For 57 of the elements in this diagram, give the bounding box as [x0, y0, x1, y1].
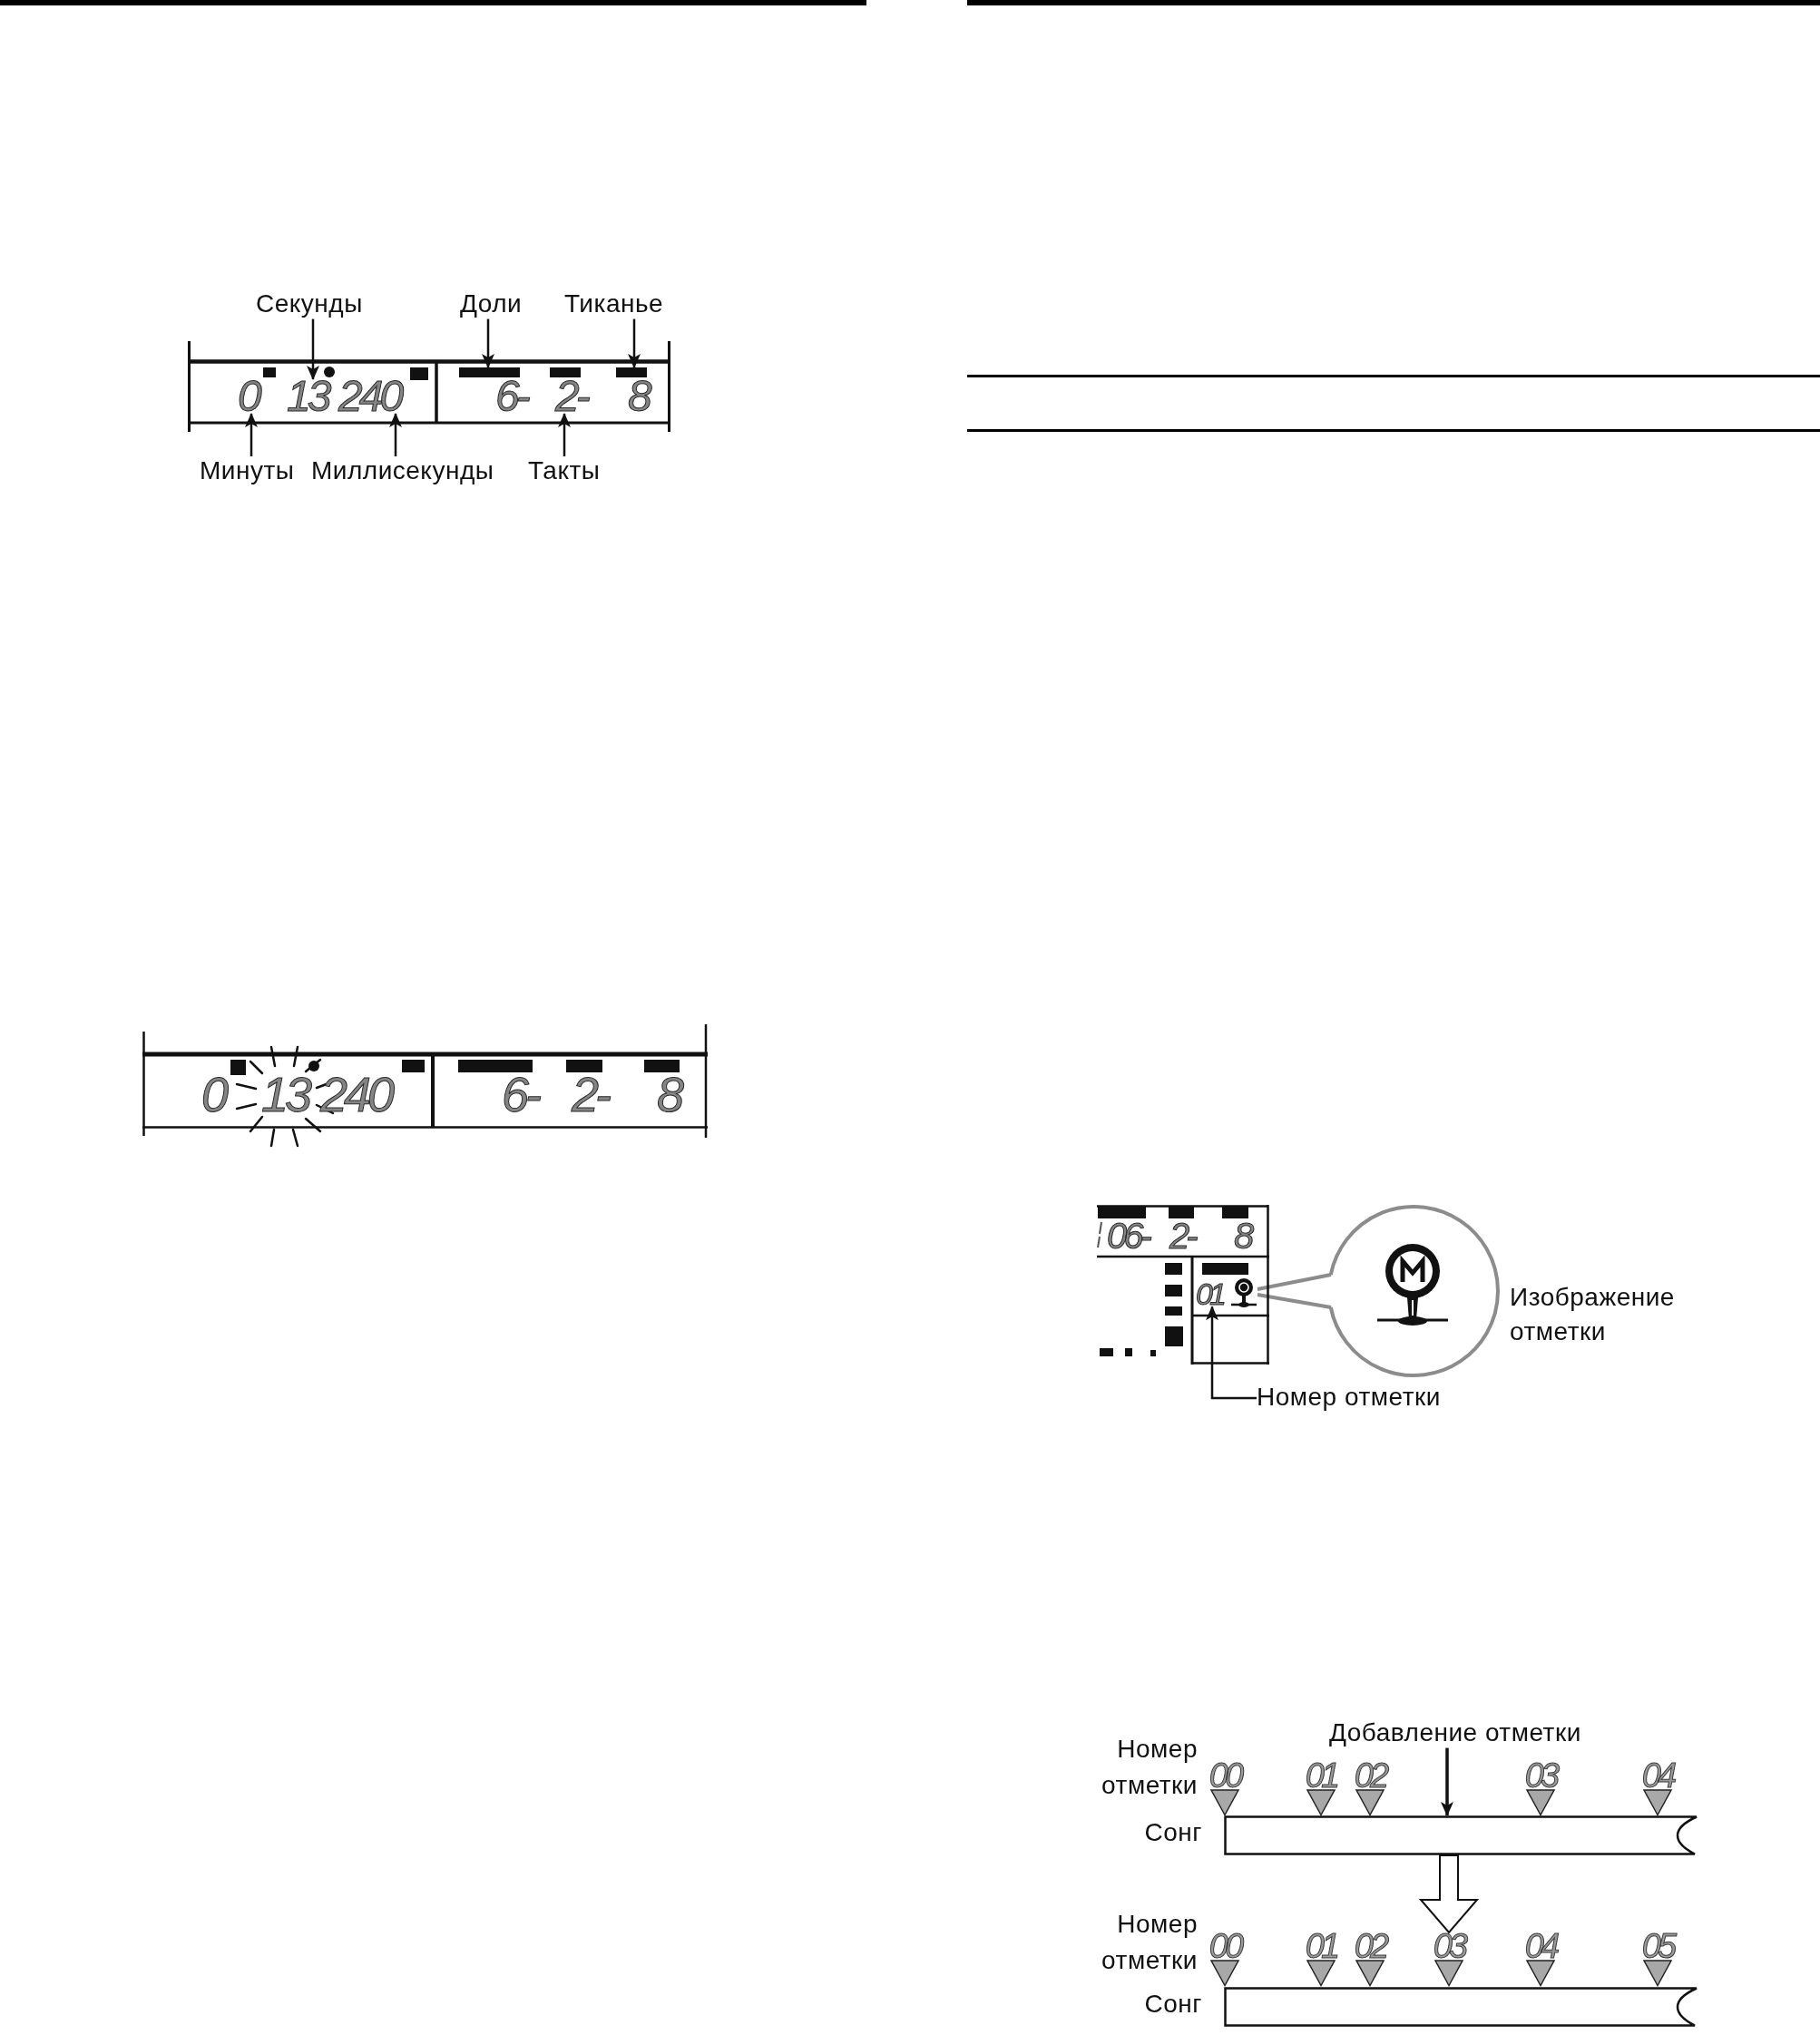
leader-arrow: [482, 318, 494, 368]
leader-arrow: [1206, 1306, 1257, 1400]
lcd-digits: 2-: [572, 1075, 608, 1115]
song-bar: [1224, 1987, 1698, 2027]
marker-number: 02: [1353, 1932, 1387, 1961]
lcd-digits: 2-: [1169, 1221, 1195, 1250]
lcd-digits: 240: [320, 1075, 392, 1115]
callout-label: Номер отметки: [1257, 1382, 1441, 1413]
bar-label: Сонг: [1144, 1989, 1202, 2020]
lcd-indicator-icon: [616, 367, 647, 377]
lcd-panel: [188, 341, 670, 432]
lcd-digits: 240: [338, 379, 401, 415]
callout-label: Миллисекунды: [311, 455, 494, 486]
marker-number: 00: [1208, 1762, 1242, 1790]
leader-arrow: [307, 318, 319, 380]
callout-label: Минуты: [200, 455, 295, 486]
lcd-digits: 6-: [495, 379, 527, 415]
callout-label: Доли: [460, 289, 523, 319]
callout-label: Секунды: [256, 289, 363, 319]
callout-label: Тиканье: [564, 289, 664, 319]
row-label: Номер отметки: [1101, 1734, 1198, 1801]
row-label: Номер отметки: [1101, 1909, 1198, 1976]
lcd-digits: 0: [238, 379, 259, 415]
lcd-digits: 8: [628, 379, 649, 415]
marker-number: 04: [1640, 1762, 1675, 1790]
lcd-panel: [1097, 1205, 1269, 1365]
lcd-digits: 01: [1196, 1282, 1223, 1307]
leader-arrow: [628, 318, 641, 368]
bar-label: Сонг: [1144, 1817, 1202, 1848]
lcd-indicator-icon: [459, 367, 520, 377]
image-caption: Изображение отметки: [1510, 1282, 1675, 1347]
marker-number: 01: [1304, 1932, 1338, 1961]
marker-number: 05: [1640, 1932, 1675, 1961]
marker-number: 01: [1304, 1762, 1338, 1790]
lcd-digits: 2-: [555, 379, 587, 415]
marker-number: 03: [1432, 1932, 1466, 1961]
lcd-digits: 0: [201, 1075, 226, 1115]
marker-number: 04: [1523, 1932, 1558, 1961]
callout-label: Добавление отметки: [1329, 1717, 1581, 1748]
lcd-digits: 6-: [502, 1075, 538, 1115]
arrow: [1441, 1747, 1453, 1816]
leader-arrow: [558, 413, 571, 456]
song-bar: [1224, 1815, 1698, 1855]
block-arrow: [1418, 1854, 1480, 1934]
lcd-digits: 06-: [1107, 1221, 1149, 1250]
lcd-digits: 13: [287, 379, 328, 415]
marker-number: 00: [1208, 1932, 1242, 1961]
callout-tail: [1256, 1273, 1333, 1309]
leader-arrow: [389, 413, 402, 456]
marker-number: 03: [1523, 1762, 1558, 1790]
lcd-digits: 8: [1234, 1221, 1251, 1250]
lcd-digits: 13: [261, 1075, 309, 1115]
marker-number: 02: [1353, 1762, 1387, 1790]
leader-arrow: [245, 413, 258, 456]
marker-pin-icon: [1230, 1277, 1257, 1310]
callout-label: Такты: [528, 455, 601, 486]
lcd-digits: 8: [657, 1075, 681, 1115]
